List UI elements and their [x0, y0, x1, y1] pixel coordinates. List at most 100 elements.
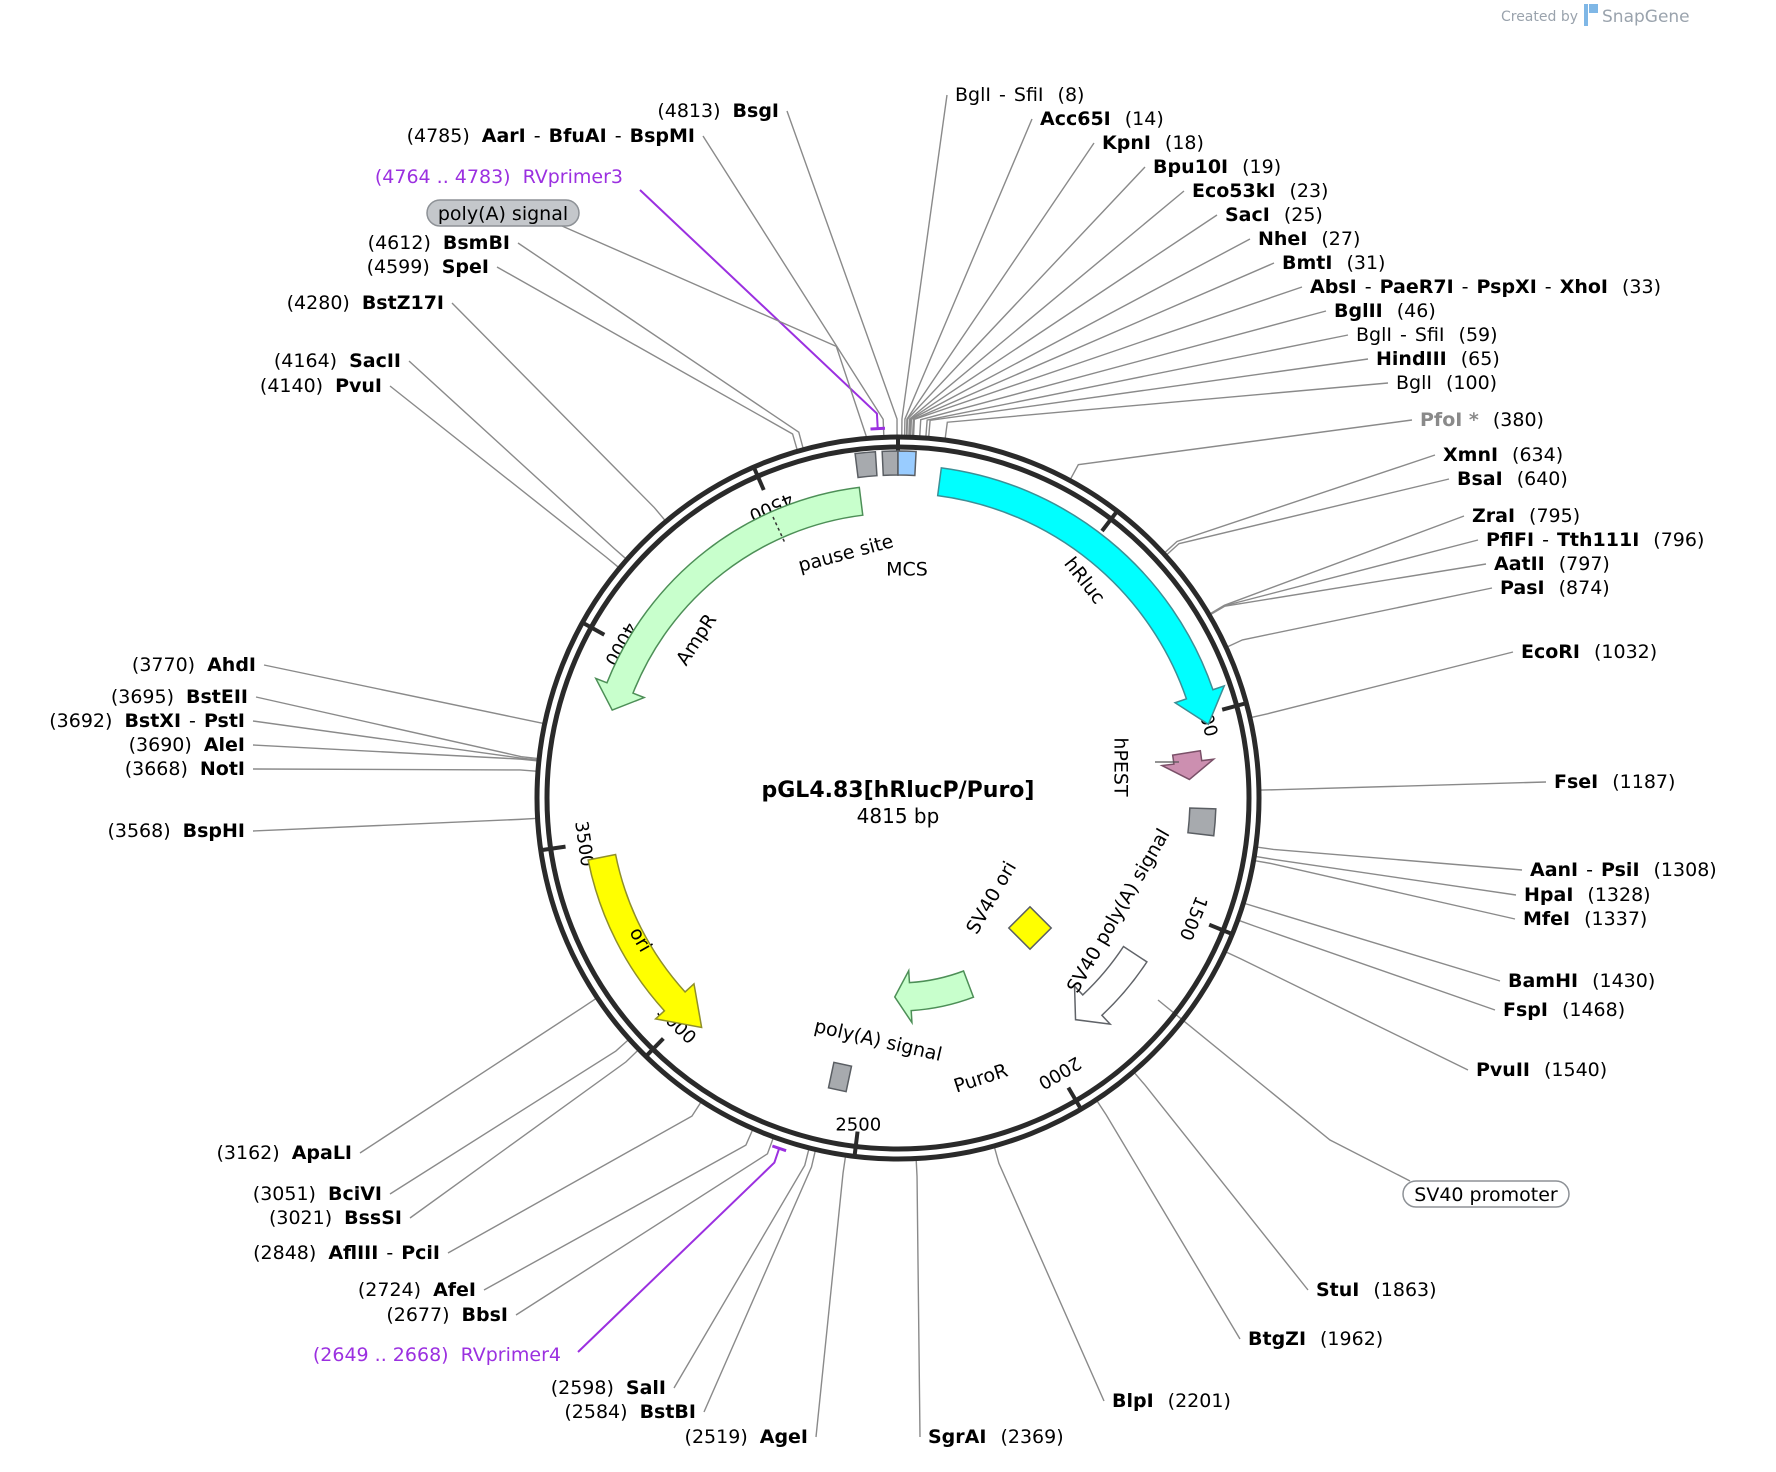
site-label-fsei-28: FseI(1187)	[1554, 771, 1675, 793]
site-position: (65)	[1461, 348, 1500, 370]
leader-line	[1164, 454, 1436, 553]
enzyme-name-tth111i: Tth111I	[1557, 529, 1639, 551]
site-label-pfoi-20: PfoI *(380)	[1420, 409, 1544, 431]
site-position: (1540)	[1544, 1059, 1607, 1081]
site-label-aani-29: AanI- PsiI(1308)	[1530, 859, 1717, 881]
site-position: (4280)	[287, 292, 350, 314]
site-position: (3021)	[269, 1207, 332, 1229]
site-position: (1187)	[1612, 771, 1675, 793]
site-position: (18)	[1165, 132, 1204, 154]
enzyme-name-bpu10i: Bpu10I	[1153, 156, 1228, 178]
tick-mark	[643, 1037, 665, 1060]
site-label-xmni-21: XmnI(634)	[1443, 444, 1563, 466]
leader-line	[252, 817, 536, 832]
leader-line	[515, 1138, 774, 1316]
site-label-kpni-9: KpnI(18)	[1102, 132, 1204, 154]
leader-line	[1226, 951, 1469, 1071]
site-position: (2519)	[685, 1426, 748, 1448]
site-label-aari-1: (4785)AarI- BfuAI- BspMI	[407, 125, 695, 147]
enzyme-name-bcivi: BciVI	[328, 1183, 382, 1205]
site-position: (3695)	[111, 686, 174, 708]
site-label-bsmbi-2: (4612)BsmBI	[368, 232, 510, 254]
enzyme-name-pspxi: PspXI	[1477, 276, 1537, 298]
leader-line	[496, 266, 798, 450]
credit-prefix: Created by	[1501, 9, 1578, 25]
site-position: (1308)	[1654, 859, 1717, 881]
site-label-alei-50: (3690)AleI	[129, 734, 245, 756]
site-position: (3051)	[253, 1183, 316, 1205]
enzyme-name-sgrai: SgrAI	[928, 1426, 986, 1448]
enzyme-name-nhei: NheI	[1258, 228, 1307, 250]
site-position: (3692)	[49, 710, 112, 732]
enzyme-name-ecori: EcoRI	[1521, 641, 1580, 663]
feature-sv40-polya-box	[1187, 807, 1217, 837]
enzyme-name-bsteii: BstEII	[186, 686, 248, 708]
site-position: (4140)	[260, 375, 323, 397]
enzyme-name-alei: AleI	[204, 734, 245, 756]
site-label-sgrai-38: SgrAI (2369)	[928, 1426, 1064, 1448]
enzyme-name-bamhi: BamHI	[1508, 970, 1578, 992]
feature-pause-site	[854, 450, 878, 479]
snapgene-logo-icon	[1584, 4, 1598, 26]
site-label-bcivi-46: (3051) BciVI	[253, 1183, 382, 1205]
site-label-bamhi-32: BamHI(1430)	[1508, 970, 1655, 992]
enzyme-name-noti: NotI	[200, 758, 245, 780]
site-label-pvui-6: (4140)PvuI	[260, 375, 382, 397]
primer-leader	[577, 1149, 780, 1353]
site-label-noti-49: (3668) NotI	[125, 758, 245, 780]
site-label-afliii-44: (2848)AflIII- PciI	[253, 1242, 440, 1264]
tick-label: 2500	[835, 1115, 881, 1136]
leader-line	[408, 360, 626, 559]
feature-label-pause-site: pause site	[796, 530, 896, 577]
site-position: (2369)	[1000, 1426, 1063, 1448]
tick-mark	[538, 844, 566, 853]
enzyme-name-bgli: BglI	[955, 84, 991, 106]
primer-binding-site	[771, 1144, 787, 1153]
enzyme-name-bsai: BsaI	[1457, 468, 1503, 490]
leader-line	[911, 262, 1275, 436]
site-label-bglii-16: BglII(46)	[1334, 300, 1436, 322]
feature-label-puror: PuroR	[951, 1060, 1010, 1098]
enzyme-name-pflfi: PflFI	[1486, 529, 1534, 551]
site-label-spei-3: (4599)SpeI	[367, 256, 489, 278]
leader-line	[1257, 846, 1523, 871]
site-label-bgli-7: BglI- SfiI(8)	[955, 84, 1084, 106]
leader-line	[906, 166, 1146, 436]
feature-label-mcs: MCS	[886, 559, 928, 581]
leader-line	[483, 1130, 753, 1291]
leader-line	[252, 768, 537, 772]
site-label-bsgi-0: (4813)BsgI	[657, 100, 779, 122]
enzyme-name-afliii: AflIII	[328, 1242, 378, 1264]
enzyme-name-psii: PsiI	[1601, 859, 1639, 881]
site-label-bgli-19: BglI(100)	[1396, 372, 1497, 394]
plasmid-length: 4815 bp	[857, 804, 940, 828]
enzyme-name-mfei: MfeI	[1523, 908, 1570, 930]
leader-line	[359, 998, 596, 1154]
site-label-bmti-14: BmtI(31)	[1282, 252, 1385, 274]
leader-line	[263, 664, 543, 725]
feature-sv40-polya	[1073, 945, 1148, 1026]
site-position: (2584)	[564, 1401, 627, 1423]
enzyme-name-bstxi: BstXI	[124, 710, 181, 732]
leader-line	[389, 385, 619, 568]
leader-line	[517, 242, 804, 448]
site-label-hindiii-18: HindIII(65)	[1376, 348, 1500, 370]
site-label-agei-39: (2519)AgeI	[685, 1426, 808, 1448]
site-position: (3668)	[125, 758, 188, 780]
leader-line	[1210, 539, 1479, 615]
tick-label: 1500	[1175, 893, 1212, 943]
primer-range: (2649 .. 2668)	[313, 1344, 449, 1366]
leader-line	[1260, 781, 1547, 791]
site-position: (2724)	[358, 1279, 421, 1301]
feature-pause-site-b	[881, 450, 899, 477]
enzyme-name-bstz17i: BstZ17I	[362, 292, 444, 314]
enzyme-name-pfoi: PfoI *	[1420, 409, 1479, 431]
site-position: (874)	[1559, 577, 1610, 599]
site-label-bgli-17: BglI- SfiI(59)	[1356, 324, 1498, 346]
site-position: (4813)	[657, 100, 720, 122]
ampr-promoter-divider	[772, 516, 786, 544]
enzyme-name-bglii: BglII	[1334, 300, 1383, 322]
enzyme-name-pvuii: PvuII	[1476, 1059, 1530, 1081]
